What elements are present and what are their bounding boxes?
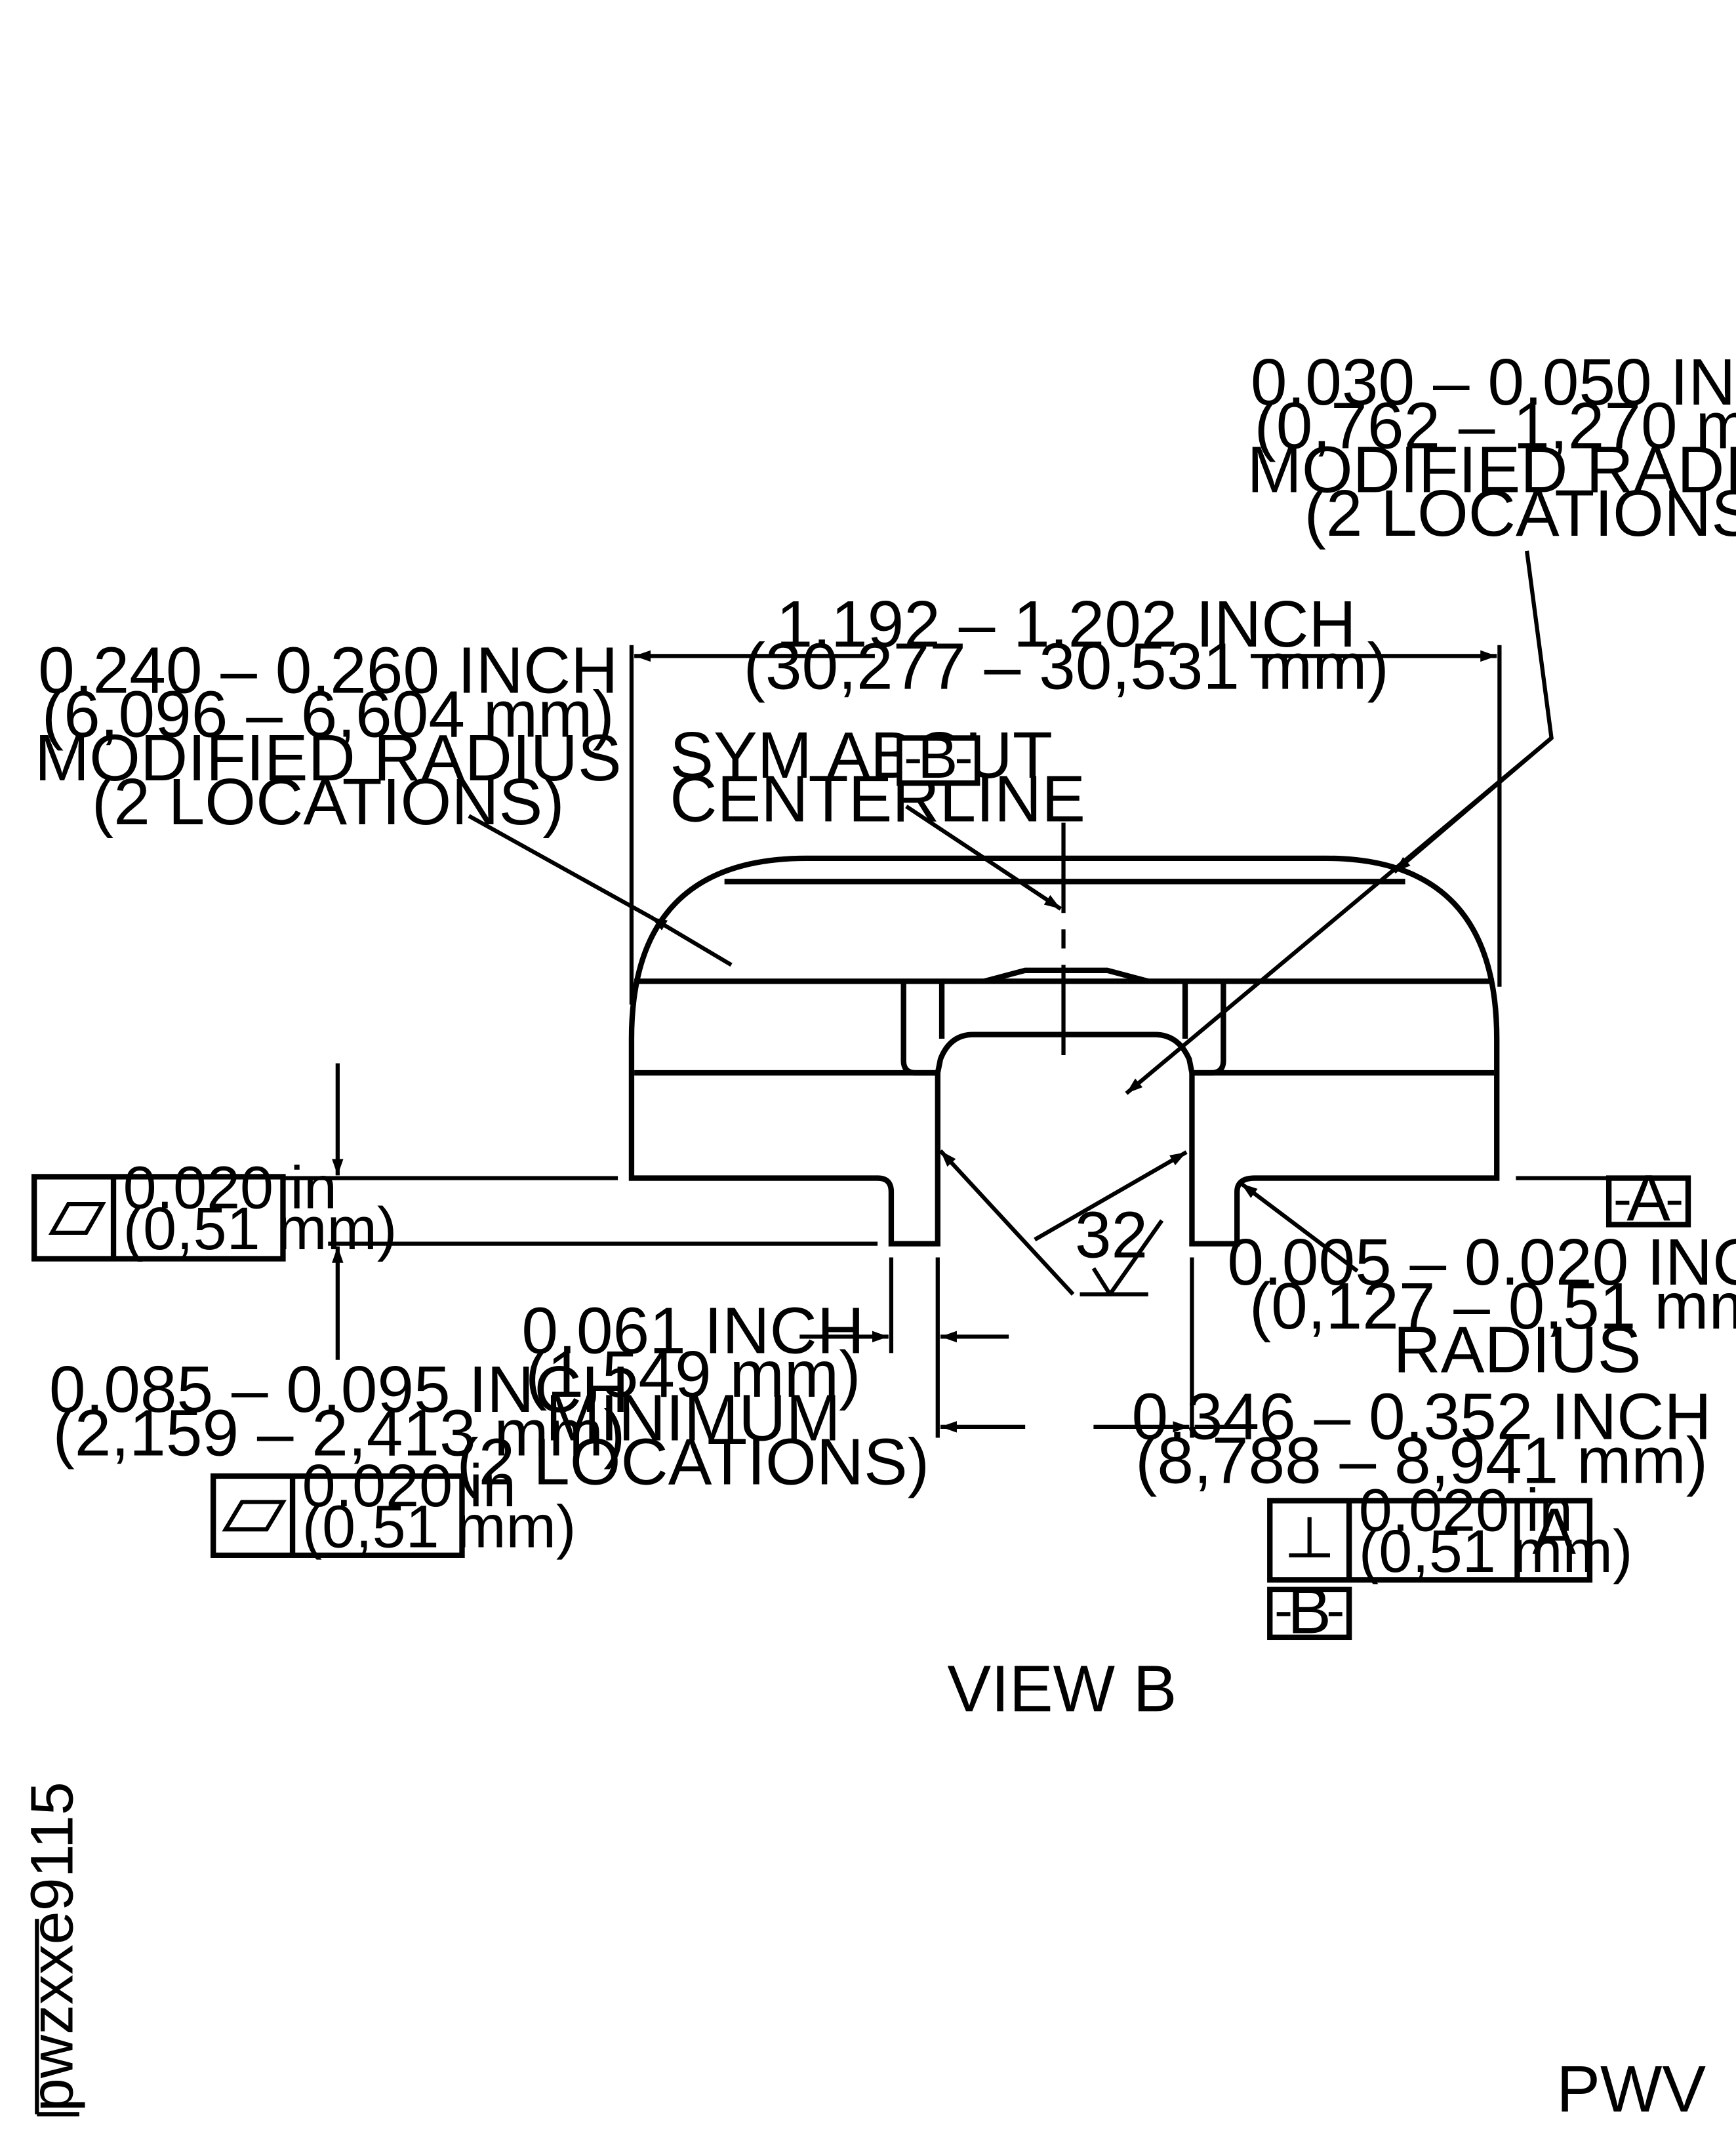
overall-width-dimension: 1.192 – 1.202 INCH (30,277 – 30,531 mm) [629, 588, 1502, 1005]
surface-finish-value: 32 [1075, 1198, 1148, 1272]
top-left-radius-mm: (6,096 – 6,604 mm) [42, 677, 615, 751]
perpendicular-icon [1289, 1517, 1330, 1557]
overall-width-inch: 1.192 – 1.202 INCH [777, 588, 1356, 661]
perpendicularity-inch: 0.020 in [1359, 1477, 1573, 1544]
min-wall-label: MINIMUM [546, 1382, 841, 1455]
left-flatness-inch: 0.020 in [123, 1154, 337, 1221]
datum-a-symbol: A [1516, 1161, 1691, 1235]
bottom-radius-type: RADIUS [1394, 1313, 1642, 1387]
thickness-dimension: 0.085 – 0.095 INCH (2,159 – 2,413 mm) [49, 1063, 878, 1470]
top-left-radius-inch: 0.240 – 0.260 INCH [38, 634, 618, 708]
top-right-radius-mm: (0,762 – 1,270 mm) [1254, 390, 1736, 463]
top-right-radius-inch: 0.030 – 0.050 INCH [1251, 346, 1736, 419]
symmetry-label-1: SYM ABOUT [670, 719, 1053, 792]
datum-a-letter: A [1626, 1161, 1670, 1235]
view-title: VIEW B [947, 1652, 1177, 1725]
datum-b-symbol-bottom: B [1267, 1574, 1352, 1648]
datum-b-letter-bottom: B [1287, 1574, 1331, 1648]
bottom-flatness-inch: 0.020 in [302, 1452, 516, 1519]
left-flatness-frame: 0.020 in (0,51 mm) [31, 1154, 397, 1262]
min-wall-inch: 0.061 INCH [521, 1294, 864, 1367]
bottom-radius-mm: (0,127 – 0,51 mm) [1249, 1270, 1736, 1343]
bottom-radius-inch: 0.005 – 0.020 INCH [1227, 1226, 1736, 1299]
top-left-radius-type: MODIFIED RADIUS [35, 721, 622, 795]
bottom-flatness-mm: (0,51 mm) [302, 1493, 576, 1560]
parallelogram-icon [222, 1500, 287, 1532]
surface-finish-callout: 32 [939, 1149, 1188, 1296]
parallelogram-icon [48, 1202, 106, 1235]
overall-width-mm: (30,277 – 30,531 mm) [744, 630, 1389, 703]
perpendicularity-frame: 0.020 in (0,51 mm) A [1267, 1477, 1633, 1585]
slot-width-mm: (8,788 – 8,941 mm) [1135, 1424, 1708, 1497]
slot-width-inch: 0.346 – 0.352 INCH [1132, 1380, 1712, 1454]
min-wall-mm: (1,549 mm) [525, 1338, 860, 1411]
perpendicularity-datum: A [1532, 1495, 1576, 1569]
bottom-radius-callout: 0.005 – 0.020 INCH (0,127 – 0,51 mm) RAD… [1227, 1182, 1736, 1387]
symmetry-callout: SYM ABOUT CENTERLINE B [670, 719, 1085, 911]
symmetry-label-2: CENTERLINE [670, 763, 1085, 836]
corner-mark: PWV [1556, 2053, 1706, 2126]
thickness-mm: (2,159 – 2,413 mm) [52, 1397, 625, 1470]
slot-width-dimension: 0.346 – 0.352 INCH (8,788 – 8,941 mm) [940, 1257, 1712, 1497]
thickness-inch: 0.085 – 0.095 INCH [49, 1353, 629, 1426]
figure-id: pwzxxe9115 [19, 1782, 86, 2117]
datum-b-letter-top: B [918, 724, 958, 791]
figure-id-text: pwzxxe9115 [19, 1782, 86, 2112]
top-left-radius-callout: 0.240 – 0.260 INCH (6,096 – 6,604 mm) MO… [35, 634, 733, 967]
min-wall-count: (2 LOCATIONS) [456, 1425, 929, 1498]
top-right-radius-callout: 0.030 – 0.050 INCH (0,762 – 1,270 mm) MO… [1125, 346, 1736, 1095]
top-right-radius-type: MODIFIED RADIUS [1247, 433, 1736, 506]
datum-b-symbol-top: B [897, 724, 980, 791]
bottom-flatness-frame: 0.020 in (0,51 mm) [211, 1452, 576, 1560]
perpendicularity-mm: (0,51 mm) [1359, 1518, 1633, 1585]
min-wall-dimension: 0.061 INCH (1,549 mm) MINIMUM (2 LOCATIO… [456, 1257, 1009, 1498]
left-flatness-mm: (0,51 mm) [123, 1195, 397, 1262]
top-right-radius-count: (2 LOCATIONS) [1304, 477, 1736, 550]
